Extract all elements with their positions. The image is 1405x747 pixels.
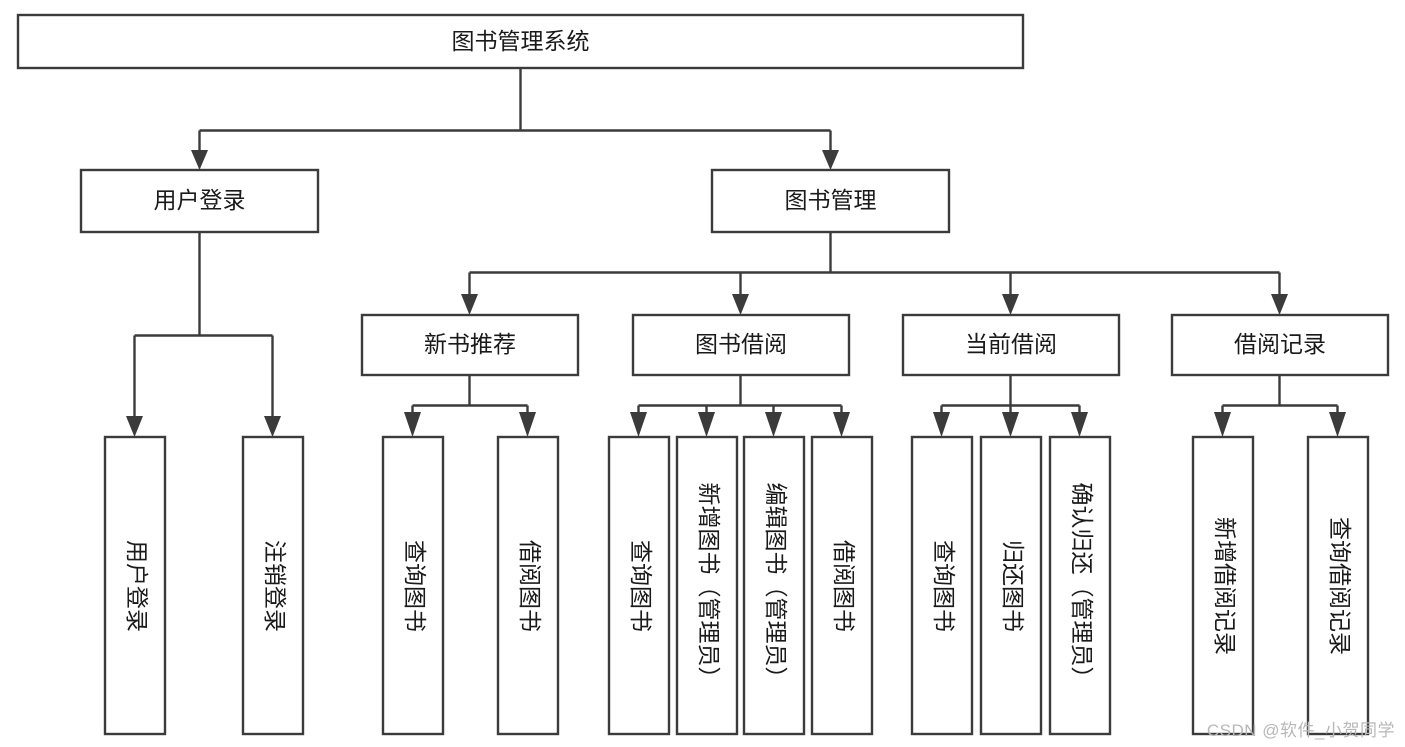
node-leaf-edit-book[interactable]: 编辑图书（管理员）	[742, 435, 806, 736]
node-user-login[interactable]: 用户登录	[79, 168, 320, 234]
arrow-head-new-book-rec	[461, 294, 478, 315]
arrow-head-book-borrow	[732, 294, 749, 315]
node-leaf-borrow-book-1-label: 借阅图书	[517, 540, 543, 632]
node-book-manage[interactable]: 图书管理	[710, 168, 951, 234]
node-leaf-add-record-label: 新增借阅记录	[1212, 517, 1238, 655]
node-leaf-query-book-1[interactable]: 查询图书	[381, 435, 445, 736]
node-current-borrow-label: 当前借阅	[965, 331, 1057, 357]
node-leaf-query-record[interactable]: 查询借阅记录	[1306, 435, 1370, 736]
node-borrow-record-label: 借阅记录	[1234, 331, 1326, 357]
arrow-head-leaf-return-book	[1002, 412, 1019, 437]
arrow-head-leaf-query-book-1	[404, 412, 421, 437]
node-new-book-rec[interactable]: 新书推荐	[360, 313, 580, 377]
node-leaf-user-login[interactable]: 用户登录	[103, 435, 167, 736]
node-root[interactable]: 图书管理系统	[16, 13, 1025, 70]
node-root-label: 图书管理系统	[452, 28, 590, 54]
node-leaf-query-book-3-label: 查询图书	[931, 540, 957, 632]
node-current-borrow[interactable]: 当前借阅	[901, 313, 1121, 377]
arrow-head-borrow-record	[1271, 294, 1288, 315]
arrow-head-leaf-query-book-2	[630, 412, 647, 437]
node-leaf-query-book-2-label: 查询图书	[628, 540, 654, 632]
arrow-head-leaf-user-login	[126, 416, 143, 437]
node-book-borrow-label: 图书借阅	[695, 331, 787, 357]
arrow-head-leaf-add-record	[1214, 412, 1231, 437]
node-leaf-borrow-book-2[interactable]: 借阅图书	[810, 435, 874, 736]
node-leaf-user-login-label: 用户登录	[124, 540, 150, 632]
node-book-manage-label: 图书管理	[785, 187, 877, 213]
arrow-head-current-borrow	[1002, 294, 1019, 315]
node-leaf-return-book-label: 归还图书	[1000, 540, 1026, 632]
arrow-head-leaf-query-book-3	[933, 412, 950, 437]
arrow-head-leaf-borrow-book-2	[833, 412, 850, 437]
node-book-borrow[interactable]: 图书借阅	[631, 313, 851, 377]
connector-layer	[126, 68, 1346, 437]
watermark-text: CSDN @软件_小贺同学	[1206, 721, 1395, 740]
node-leaf-query-book-1-label: 查询图书	[402, 540, 428, 632]
arrow-head-leaf-borrow-book-1	[519, 412, 536, 437]
arrow-head-leaf-edit-book	[765, 412, 782, 437]
node-leaf-add-record[interactable]: 新增借阅记录	[1191, 435, 1255, 736]
node-new-book-rec-label: 新书推荐	[424, 331, 516, 357]
node-user-login-label: 用户登录	[154, 187, 246, 213]
node-leaf-logout-login-label: 注销登录	[262, 540, 288, 632]
node-leaf-confirm-return[interactable]: 确认归还（管理员）	[1048, 435, 1112, 736]
arrow-head-leaf-add-book	[698, 412, 715, 437]
arrow-head-leaf-logout-login	[264, 416, 281, 437]
node-leaf-add-book[interactable]: 新增图书（管理员）	[675, 435, 739, 736]
node-leaf-add-book-label: 新增图书（管理员）	[696, 483, 722, 690]
arrow-head-user-login	[191, 150, 208, 170]
node-leaf-query-record-label: 查询借阅记录	[1327, 517, 1353, 655]
node-leaf-borrow-book-1[interactable]: 借阅图书	[496, 435, 560, 736]
node-leaf-confirm-return-label: 确认归还（管理员）	[1069, 483, 1095, 690]
node-leaf-return-book[interactable]: 归还图书	[979, 435, 1043, 736]
node-borrow-record[interactable]: 借阅记录	[1170, 313, 1390, 377]
node-leaf-query-book-3[interactable]: 查询图书	[910, 435, 974, 736]
node-leaf-query-book-2[interactable]: 查询图书	[607, 435, 671, 736]
node-leaf-edit-book-label: 编辑图书（管理员）	[763, 483, 789, 690]
arrow-head-leaf-query-record	[1329, 412, 1346, 437]
arrow-head-book-manage	[822, 150, 839, 170]
node-leaf-logout-login[interactable]: 注销登录	[241, 435, 305, 736]
arrow-head-leaf-confirm-return	[1071, 412, 1088, 437]
node-leaf-borrow-book-2-label: 借阅图书	[831, 540, 857, 632]
